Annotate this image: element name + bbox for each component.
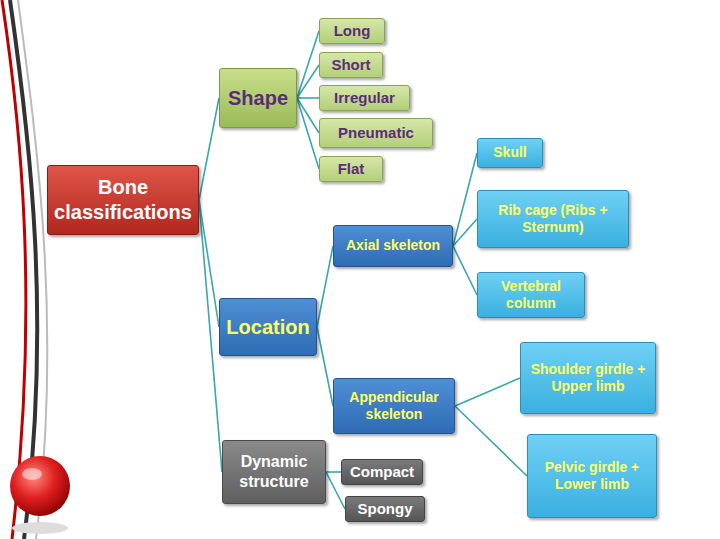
node-label: Long xyxy=(334,22,371,41)
skeleton-box: Appendicular skeleton xyxy=(333,378,455,434)
skeleton-box: Axial skeleton xyxy=(333,225,453,267)
connector-line xyxy=(297,98,319,133)
connector-line xyxy=(453,246,477,295)
category-box: Shape xyxy=(219,68,297,128)
ball-shadow xyxy=(12,522,68,534)
connector-line xyxy=(317,327,333,406)
node-label: Shape xyxy=(228,86,288,111)
connector-line xyxy=(297,98,319,169)
connector-line xyxy=(199,98,219,200)
shape-box: Pneumatic xyxy=(319,118,433,148)
node-label: Pelvic girdle + Lower limb xyxy=(534,459,650,494)
node-label: Compact xyxy=(350,463,414,482)
structure-box: Spongy xyxy=(345,496,425,522)
node-label: Flat xyxy=(338,160,365,179)
shape-box: Short xyxy=(319,52,383,78)
node-label: Location xyxy=(226,315,309,340)
ball-highlight xyxy=(22,468,42,480)
connector-line xyxy=(297,65,319,98)
node-label: Appendicular skeleton xyxy=(340,389,448,424)
region-box: Vertebral column xyxy=(477,272,585,318)
node-label: Skull xyxy=(493,144,526,162)
shape-box: Flat xyxy=(319,156,383,182)
node-label: Spongy xyxy=(358,500,413,519)
connector-line xyxy=(199,200,219,327)
node-label: Bone classifications xyxy=(54,175,192,225)
connector-line xyxy=(453,219,477,246)
shape-box: Long xyxy=(319,18,385,44)
node-label: Axial skeleton xyxy=(346,237,440,255)
connector-line xyxy=(297,97,319,99)
connector-line xyxy=(455,406,527,476)
red-ball xyxy=(10,456,70,516)
connector-line xyxy=(453,153,477,246)
node-label: Rib cage (Ribs + Sternum) xyxy=(484,202,622,237)
region-box: Skull xyxy=(477,138,543,168)
node-label: Dynamic structure xyxy=(229,452,319,492)
node-label: Short xyxy=(331,56,370,75)
node-label: Pneumatic xyxy=(338,124,414,143)
connector-line xyxy=(297,31,319,98)
region-box: Pelvic girdle + Lower limb xyxy=(527,434,657,518)
region-box: Shoulder girdle + Upper limb xyxy=(520,342,656,414)
category-box: Dynamic structure xyxy=(222,440,326,504)
region-box: Rib cage (Ribs + Sternum) xyxy=(477,190,629,248)
structure-box: Compact xyxy=(341,459,423,485)
node-label: Irregular xyxy=(334,89,395,108)
connector-line xyxy=(317,246,333,327)
node-label: Vertebral column xyxy=(484,278,578,313)
root-box: Bone classifications xyxy=(47,165,199,235)
category-box: Location xyxy=(219,298,317,356)
connector-line xyxy=(455,378,520,406)
shape-box: Irregular xyxy=(319,85,410,111)
node-label: Shoulder girdle + Upper limb xyxy=(527,361,649,396)
connector-line xyxy=(326,471,341,473)
